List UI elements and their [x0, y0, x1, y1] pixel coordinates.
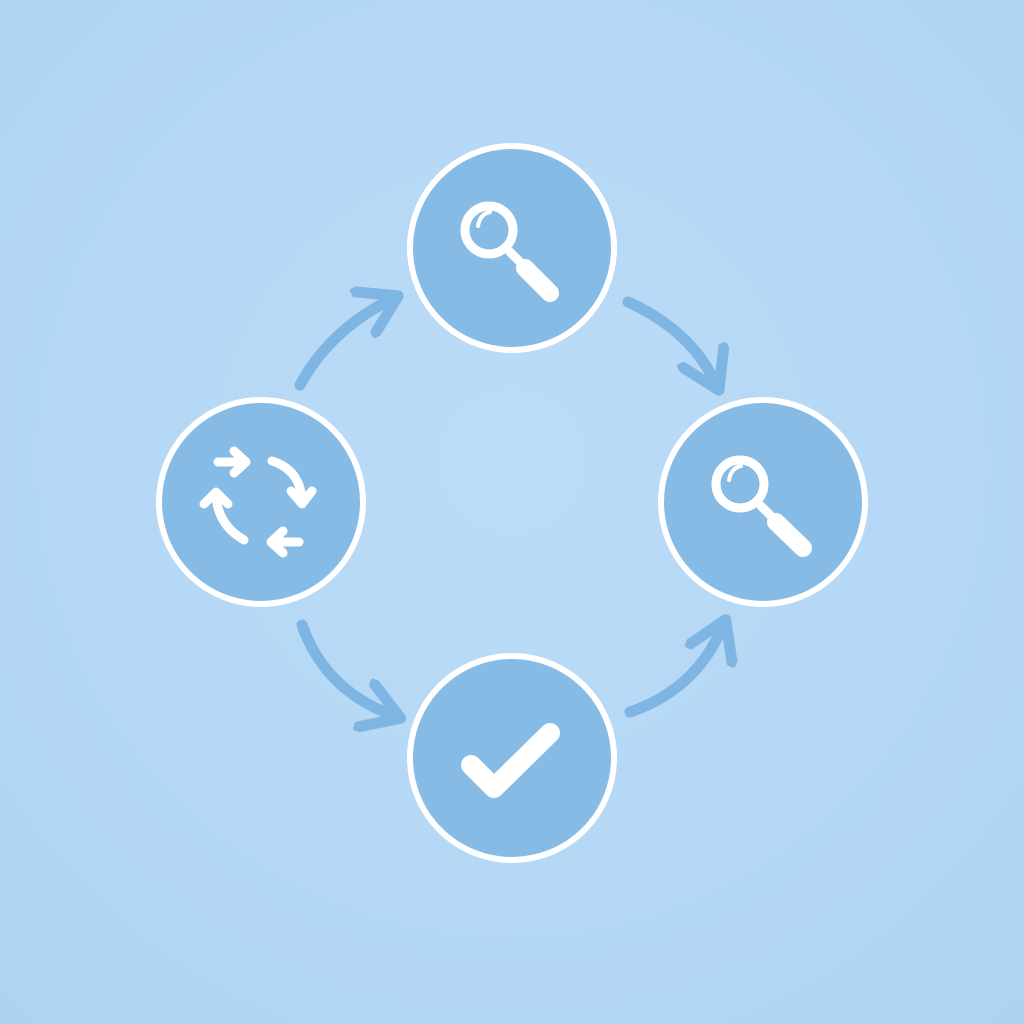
node-top	[407, 143, 617, 353]
checkmark-icon	[461, 723, 560, 798]
arrow-left-to-bottom	[296, 619, 392, 715]
arrow-bottom-to-right	[624, 628, 722, 718]
node-bottom	[407, 653, 617, 863]
refresh-cycle-icon	[199, 446, 317, 558]
node-right	[658, 397, 868, 607]
magnifier-icon	[711, 455, 812, 557]
arrows	[294, 296, 722, 718]
arrow-left-to-top	[294, 300, 390, 391]
arrow-top-to-right	[622, 296, 715, 382]
magnifier-icon	[460, 201, 559, 302]
node-left	[156, 397, 366, 607]
